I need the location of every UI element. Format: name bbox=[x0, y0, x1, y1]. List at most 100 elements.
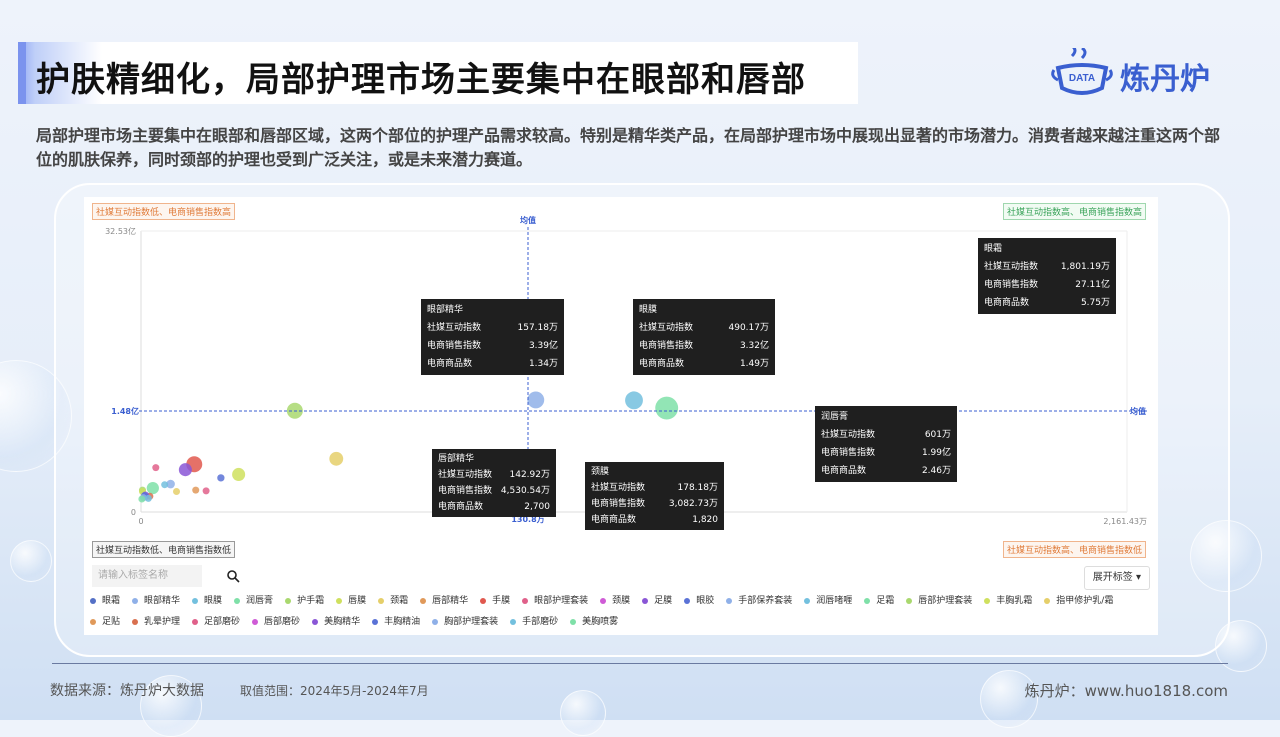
legend-label: 丰胸乳霜 bbox=[996, 596, 1033, 606]
legend-dot-icon bbox=[600, 597, 607, 604]
title-accent bbox=[18, 42, 26, 104]
legend-item[interactable]: 手部保养套装 bbox=[726, 593, 792, 606]
background-bubble bbox=[560, 690, 606, 736]
quadrant-label-bottom-left: 社媒互动指数低、电商销售指数低 bbox=[92, 541, 236, 558]
legend-dot-icon bbox=[984, 597, 991, 604]
y-min-tick-label: 0 bbox=[131, 508, 136, 517]
cauldron-icon: DATA bbox=[1051, 44, 1113, 95]
quadrant-label-top-left: 社媒互动指数低、电商销售指数高 bbox=[92, 203, 236, 220]
tooltip-metric-value: 2,700 bbox=[524, 502, 550, 512]
tooltip-metric-value: 601万 bbox=[924, 430, 951, 440]
tooltip-metric-label: 社媒互动指数 bbox=[438, 470, 493, 480]
legend-item[interactable]: 眼胶 bbox=[684, 593, 714, 606]
tooltip-title: 唇部精华 bbox=[438, 454, 475, 464]
legend-item[interactable]: 胸部护理套装 bbox=[432, 614, 498, 627]
legend-dot-icon bbox=[726, 597, 733, 604]
page-title: 护肤精细化，局部护理市场主要集中在眼部和唇部 bbox=[36, 60, 806, 100]
tag-search-input[interactable]: 请输入标签名称 bbox=[92, 565, 202, 587]
y-max-tick-label: 32.53亿 bbox=[105, 226, 136, 236]
legend-item[interactable]: 眼部护理套装 bbox=[522, 593, 588, 606]
legend-label: 唇膜 bbox=[348, 596, 367, 606]
bubble-27 bbox=[138, 495, 146, 503]
legend-label: 眼膜 bbox=[204, 596, 223, 606]
intro-text: 局部护理市场主要集中在眼部和唇部区域，这两个部位的护理产品需求较高。特别是精华类… bbox=[36, 126, 1221, 169]
legend-item[interactable]: 颈霜 bbox=[378, 593, 408, 606]
legend-item[interactable]: 润唇膏 bbox=[234, 593, 273, 606]
legend-item[interactable]: 唇部磨砂 bbox=[252, 614, 300, 627]
legend-item[interactable]: 足部磨砂 bbox=[192, 614, 240, 627]
legend-label: 眼霜 bbox=[102, 596, 121, 606]
bubble-2 bbox=[625, 391, 643, 410]
legend-item[interactable]: 美胸喷雾 bbox=[570, 614, 618, 627]
tooltip-metric-label: 社媒互动指数 bbox=[821, 430, 876, 440]
legend-label: 足霜 bbox=[876, 596, 895, 606]
mean-line-x-name: 均值 bbox=[520, 215, 536, 225]
legend-dot-icon bbox=[372, 618, 379, 625]
quadrant-label-bottom-right: 社媒互动指数高、电商销售指数低 bbox=[1002, 541, 1146, 558]
tooltip-metric-label: 社媒互动指数 bbox=[427, 323, 482, 333]
legend-item[interactable]: 手部磨砂 bbox=[510, 614, 558, 627]
expand-tags-button[interactable]: 展开标签 ▾ bbox=[1083, 566, 1150, 590]
tooltip-metric-label: 电商商品数 bbox=[821, 466, 867, 476]
legend-item[interactable]: 丰胸乳霜 bbox=[984, 593, 1032, 606]
legend-item[interactable]: 唇部护理套装 bbox=[906, 593, 972, 606]
legend-label: 乳晕护理 bbox=[144, 617, 181, 627]
legend-item[interactable]: 足贴 bbox=[90, 614, 120, 627]
site-url: 炼丹炉：www.huo1818.com bbox=[1024, 682, 1228, 700]
bubble-9 bbox=[152, 464, 160, 472]
tooltip-metric-label: 电商销售指数 bbox=[591, 499, 646, 509]
bubble-26 bbox=[144, 494, 152, 502]
legend-item[interactable]: 颈膜 bbox=[600, 593, 630, 606]
mean-line-y-name: 均值 bbox=[1130, 406, 1146, 416]
mean-x-value-label: 130.8万 bbox=[511, 515, 544, 524]
legend-label: 丰胸精油 bbox=[384, 617, 421, 627]
legend-item[interactable]: 足霜 bbox=[864, 593, 894, 606]
search-icon[interactable] bbox=[226, 569, 240, 583]
legend-item[interactable]: 美胸精华 bbox=[312, 614, 360, 627]
caret-down-icon: ▾ bbox=[1135, 572, 1141, 583]
bubble-15 bbox=[146, 482, 159, 495]
legend-item[interactable]: 唇部精华 bbox=[420, 593, 468, 606]
logo-badge: DATA bbox=[1069, 73, 1095, 84]
x-min-tick-label: 0 bbox=[138, 517, 143, 526]
bubble-13 bbox=[166, 479, 175, 489]
legend-item[interactable]: 足膜 bbox=[642, 593, 672, 606]
legend-item[interactable]: 护手霜 bbox=[285, 593, 324, 606]
legend-item[interactable]: 眼膜 bbox=[192, 593, 222, 606]
tooltip-metric-value: 490.17万 bbox=[728, 323, 770, 333]
legend-dot-icon bbox=[684, 597, 691, 604]
legend-item[interactable]: 指甲修护乳/霜 bbox=[1044, 593, 1113, 606]
legend-label: 唇部护理套装 bbox=[918, 596, 973, 606]
background-bubble bbox=[10, 540, 52, 582]
legend-item[interactable]: 乳晕护理 bbox=[132, 614, 180, 627]
bubble-5 bbox=[232, 467, 246, 481]
legend-label: 润唇啫喱 bbox=[816, 596, 853, 606]
legend-item[interactable]: 丰胸精油 bbox=[372, 614, 420, 627]
bubble-14 bbox=[161, 481, 169, 489]
legend-item[interactable]: 手膜 bbox=[480, 593, 510, 606]
legend-item[interactable]: 眼霜 bbox=[90, 593, 120, 606]
legend-item[interactable]: 唇膜 bbox=[336, 593, 366, 606]
legend-item[interactable]: 润唇啫喱 bbox=[804, 593, 852, 606]
legend-dot-icon bbox=[90, 618, 96, 625]
legend-dot-icon bbox=[336, 597, 343, 604]
tooltip-metric-label: 电商商品数 bbox=[591, 515, 637, 525]
legend-item[interactable]: 眼部精华 bbox=[132, 593, 180, 606]
tooltip-metric-value: 27.11亿 bbox=[1075, 280, 1110, 290]
legend-label: 足膜 bbox=[654, 596, 673, 606]
legend-label: 胸部护理套装 bbox=[444, 617, 499, 627]
legend-dot-icon bbox=[378, 597, 385, 604]
legend-label: 手膜 bbox=[492, 596, 511, 606]
legend-label: 足部磨砂 bbox=[204, 617, 241, 627]
